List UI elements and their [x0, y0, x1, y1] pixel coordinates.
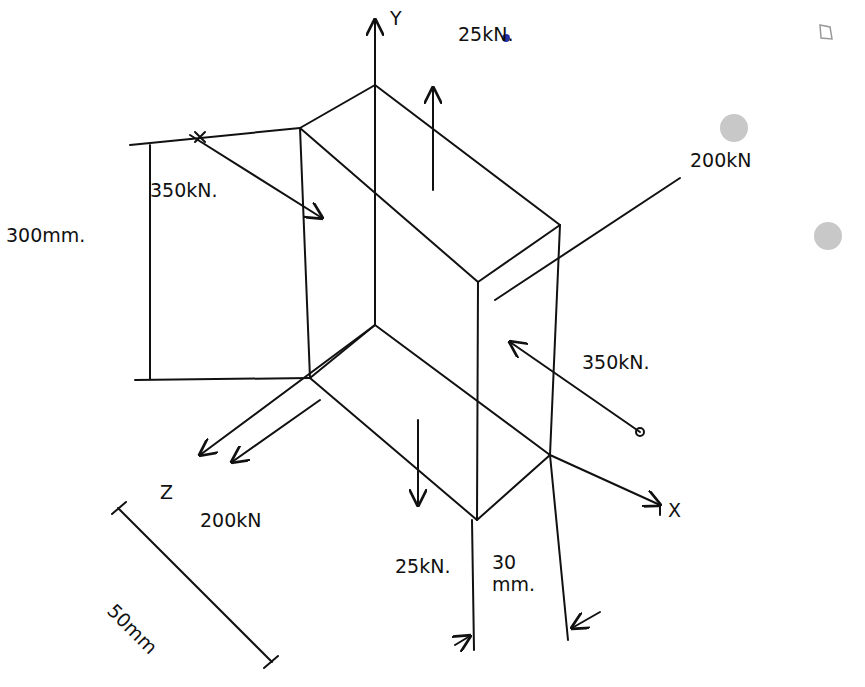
force-label: 25kN. [395, 556, 450, 578]
dimension-label: 30 mm. [492, 552, 544, 596]
axis-label: Z [160, 482, 173, 504]
force-label: 200kN [690, 150, 751, 172]
dimension-label: 300mm. [6, 225, 85, 247]
force-label: 200kN [200, 510, 261, 532]
force-label: 350kN. [582, 352, 650, 374]
force-label: 350kN. [150, 180, 218, 202]
axis-label: X [668, 500, 681, 522]
axis-label: Y [390, 8, 402, 30]
force-label: 25kN. [458, 24, 513, 46]
dimension-label: 50mm [103, 600, 162, 659]
